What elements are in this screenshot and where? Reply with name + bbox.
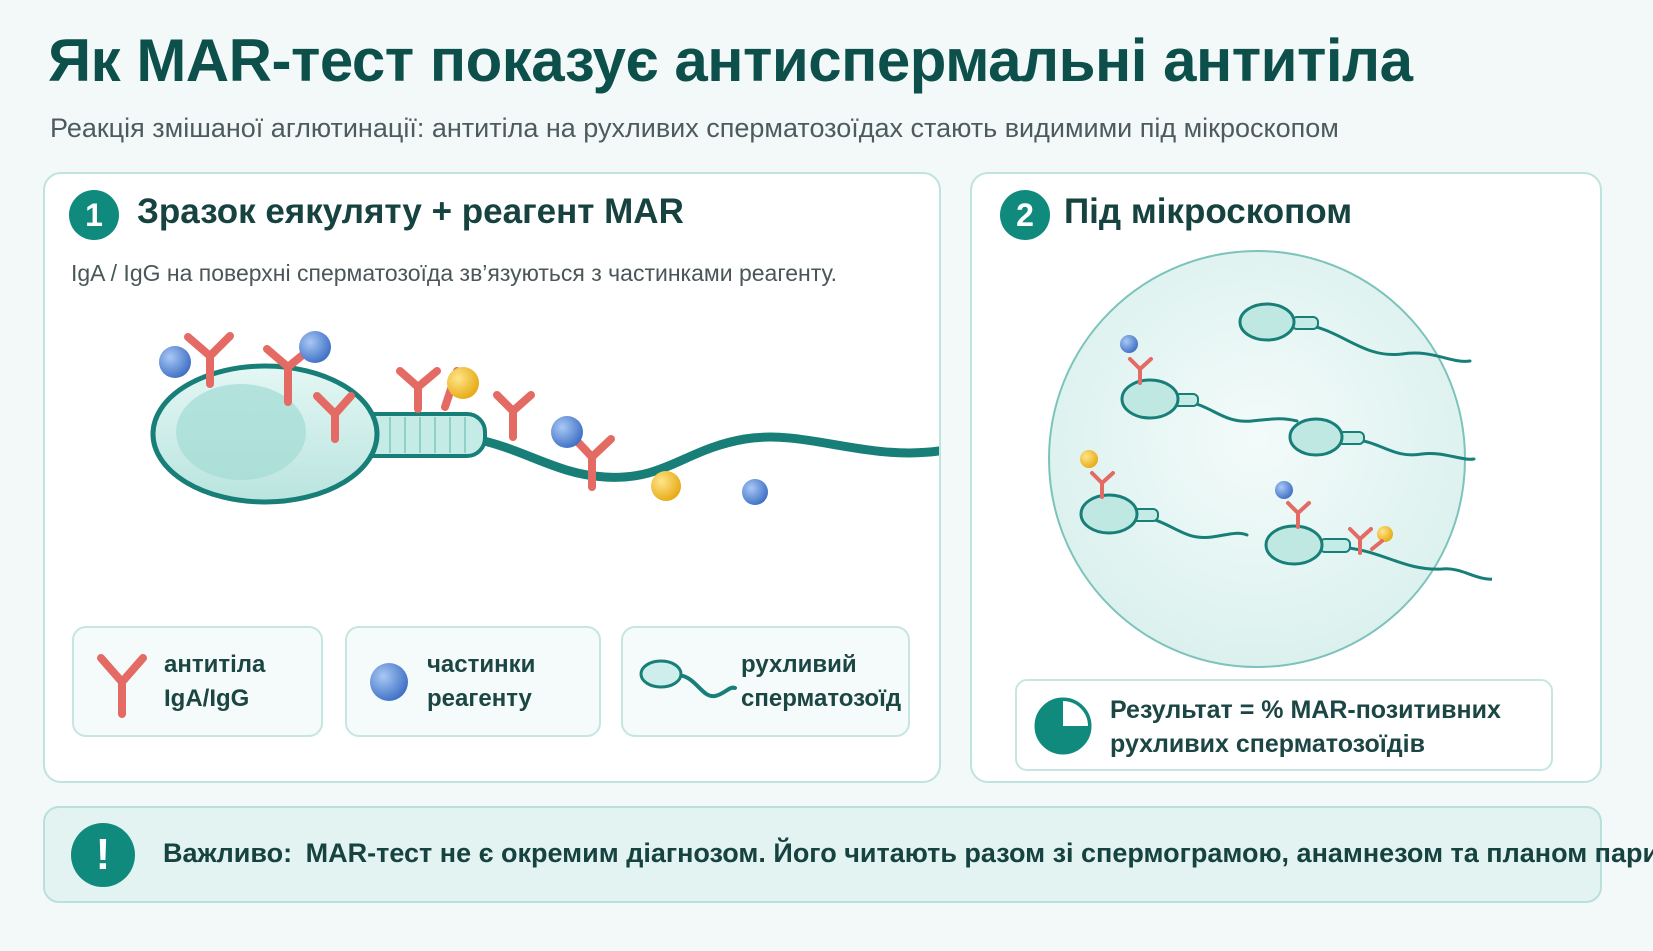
bound-sperm	[1079, 450, 1249, 540]
pie-chart-icon	[1034, 697, 1092, 755]
legend-antibody: антитіла IgA/IgG	[72, 626, 323, 737]
note-label: Важливо:	[163, 838, 293, 868]
step2-number-badge: 2	[1000, 190, 1050, 240]
bound-sperm	[1120, 335, 1299, 423]
important-note: ! Важливо: MAR-тест не є окремим діагноз…	[43, 806, 1653, 903]
microscope-field	[1048, 250, 1492, 668]
result-line1: Результат = % MAR-позитивних	[1110, 696, 1501, 724]
step1-panel: 1 Зразок еякуляту + реагент MAR IgA / Ig…	[43, 172, 941, 783]
page-subtitle: Реакція змішаної аглютинації: антитіла н…	[50, 113, 1339, 143]
step1-description: IgA / IgG на поверхні сперматозоїда зв’я…	[71, 260, 838, 286]
sperm-antibody-illustration	[150, 331, 939, 505]
reagent-particle	[159, 346, 191, 378]
step1-title: Зразок еякуляту + реагент MAR	[137, 192, 684, 231]
sperm-tail	[470, 432, 939, 482]
reagent-particle	[742, 479, 768, 505]
reagent-particle	[447, 367, 479, 399]
legend-antibody-line2: IgA/IgG	[164, 685, 250, 712]
legend-sperm-line1: рухливий	[741, 651, 857, 678]
antibody-icon	[97, 654, 147, 718]
result-line2: рухливих сперматозоїдів	[1110, 730, 1425, 758]
reagent-particle	[299, 331, 331, 363]
legend-particle-line2: реагенту	[427, 685, 532, 712]
step2-title: Під мікроскопом	[1064, 192, 1353, 231]
reagent-particle	[651, 471, 681, 501]
step1-number-badge: 1	[69, 190, 119, 240]
antibody	[184, 332, 615, 491]
exclamation-icon: !	[71, 823, 135, 887]
reagent-particle	[551, 416, 583, 448]
bound-sperm	[1264, 481, 1492, 581]
legend-particle-line1: частинки	[427, 651, 536, 678]
sperm-acrosome	[176, 384, 306, 480]
legend-antibody-line1: антитіла	[164, 651, 266, 678]
result-box: Результат = % MAR-позитивних рухливих сп…	[1015, 679, 1553, 771]
page-title: Як MAR-тест показує антиспермальні антит…	[48, 27, 1413, 94]
legend-sperm-line2: сперматозоїд	[741, 685, 902, 712]
legend-sperm: рухливий сперматозоїд	[621, 626, 910, 737]
particle-icon	[370, 663, 408, 701]
free-sperm	[1288, 417, 1476, 461]
step2-panel: 2 Під мікроскопом	[970, 172, 1602, 783]
sperm-icon	[639, 659, 737, 699]
note-text: MAR-тест не є окремим діагнозом. Його чи…	[305, 838, 1653, 868]
free-sperm	[1238, 302, 1472, 363]
legend-particle: частинки реагенту	[345, 626, 601, 737]
